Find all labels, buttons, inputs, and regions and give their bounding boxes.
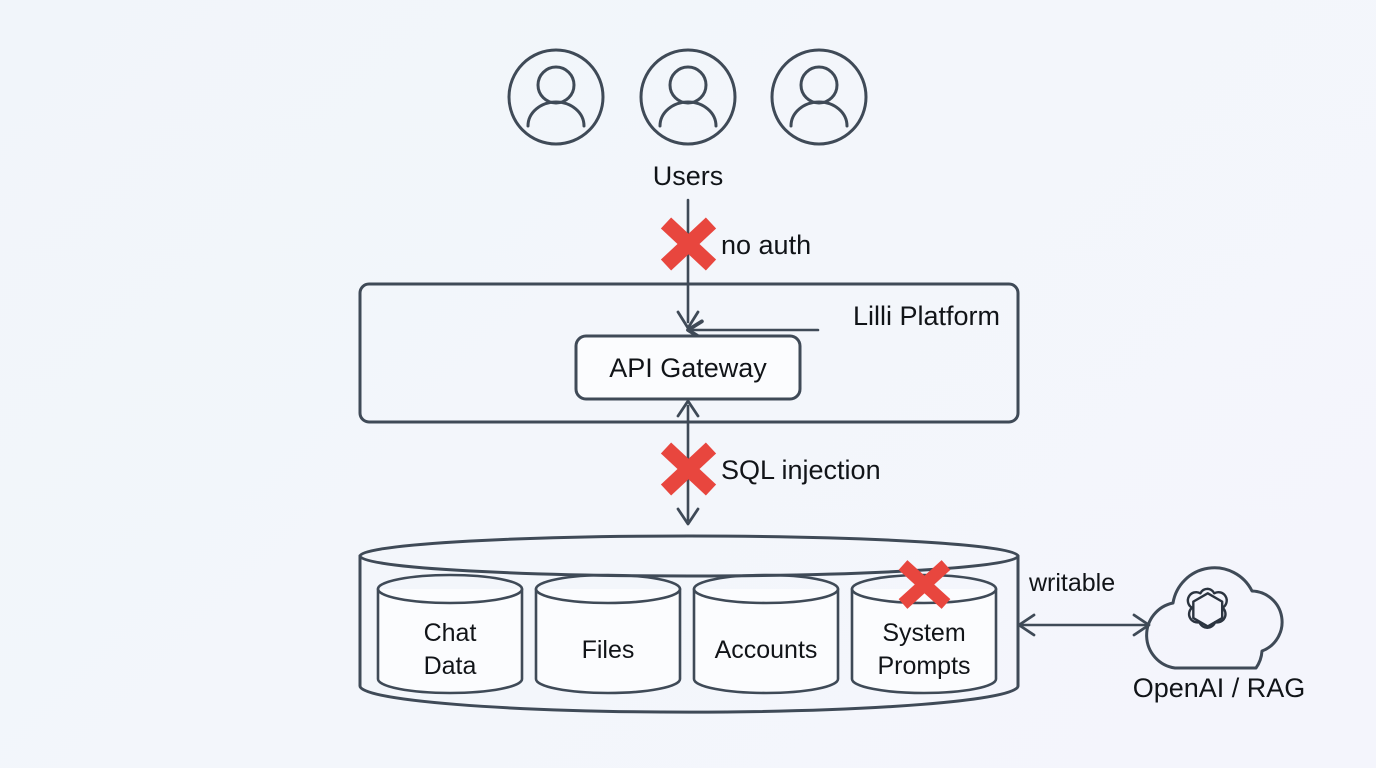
database-top-ellipse — [358, 534, 1020, 578]
database-cylinder — [358, 534, 1020, 714]
user-avatar-icon — [507, 48, 605, 146]
api-gateway-label: API Gateway — [609, 353, 767, 383]
openai-logo-icon — [1186, 587, 1228, 629]
risk-marker-no-auth — [660, 217, 717, 271]
users-group: Users — [507, 48, 868, 191]
edge-database-to-openai: writable — [1017, 569, 1151, 637]
store-body — [692, 587, 840, 695]
risk-marker-sql-injection — [660, 442, 717, 496]
edge-label-writable: writable — [1028, 569, 1115, 597]
arrow-head-down-icon — [676, 507, 700, 526]
user-avatar-icon — [770, 48, 868, 146]
risk-label-sql-injection: SQL injection — [721, 455, 881, 485]
risk-label-no-auth: no auth — [721, 230, 811, 260]
store-cylinder-accounts[interactable]: Accounts — [692, 573, 840, 695]
openai-label: OpenAI / RAG — [1133, 673, 1306, 703]
store-cylinder-system-prompts[interactable]: System Prompts — [850, 573, 998, 695]
store-body — [534, 587, 682, 695]
store-cylinder-files[interactable]: Files — [534, 573, 682, 695]
user-avatar-icon — [639, 48, 737, 146]
arrow-head-left-icon — [1017, 613, 1036, 637]
store-top-accounts — [692, 573, 840, 605]
lilli-platform-group: Lilli Platform API Gateway — [358, 282, 1020, 424]
store-label-files-line1: Files — [582, 636, 635, 664]
platform-label: Lilli Platform — [853, 301, 1000, 331]
openai-cloud-node[interactable]: OpenAI / RAG — [1133, 566, 1306, 703]
store-body — [850, 587, 998, 695]
edge-users-to-gateway — [676, 198, 820, 330]
users-label: Users — [653, 161, 724, 191]
store-body — [376, 587, 524, 695]
arrow-head-up-icon — [676, 399, 700, 418]
store-label-accounts-line1: Accounts — [715, 636, 818, 664]
api-gateway-box[interactable] — [574, 334, 802, 401]
store-label-chat-data-line2: Data — [424, 652, 477, 680]
store-top-system-prompts — [850, 573, 998, 605]
store-top-files — [534, 573, 682, 605]
store-cylinder-chat-data[interactable]: Chat Data — [376, 573, 524, 695]
store-label-chat-data-line1: Chat — [424, 619, 477, 647]
store-label-system-prompts-line2: Prompts — [877, 652, 970, 680]
cloud-icon — [1145, 566, 1284, 670]
risk-marker-writable-prompts — [898, 560, 951, 609]
database-body — [358, 554, 1020, 714]
api-gateway-node[interactable]: API Gateway — [574, 334, 802, 401]
arrow-head-down-icon — [676, 310, 700, 330]
store-top-chat-data — [376, 573, 524, 605]
store-label-system-prompts-line1: System — [882, 619, 965, 647]
